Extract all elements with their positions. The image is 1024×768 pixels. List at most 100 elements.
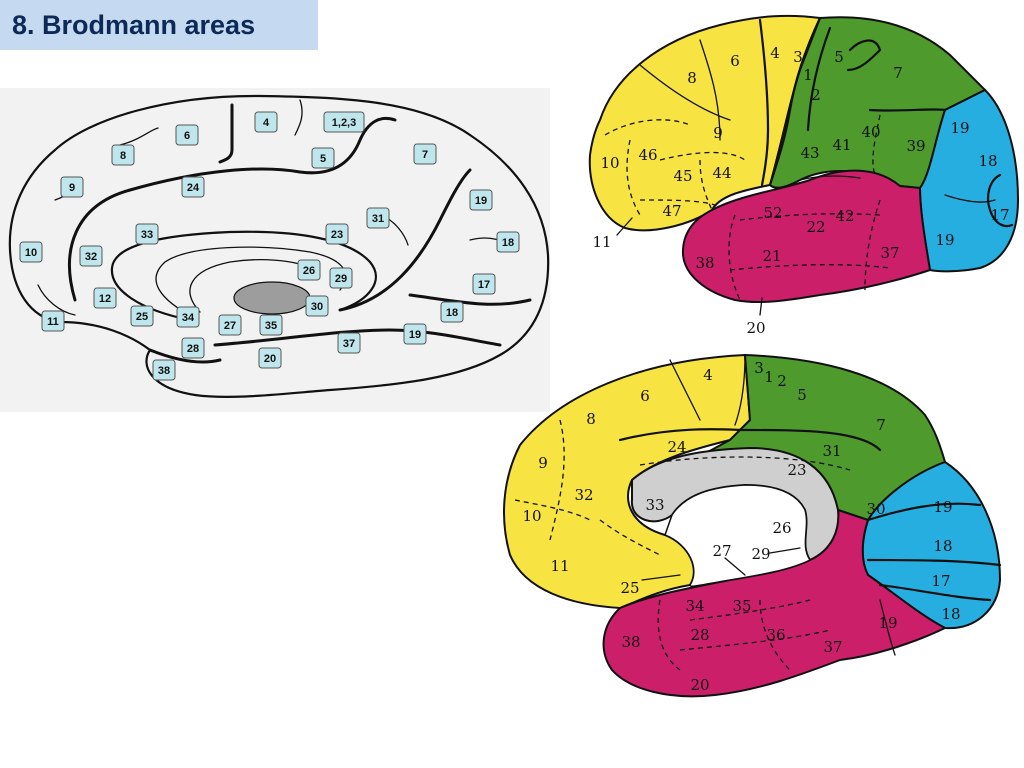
cingulate-sulcus [618, 428, 882, 452]
area-number-label: 3 [793, 48, 803, 66]
occipital-region [918, 88, 1020, 273]
collateral-line [879, 599, 896, 656]
area-number-label: 10 [25, 247, 37, 259]
label-box-background [176, 306, 200, 328]
parietal-area-border [872, 114, 881, 176]
area-label-box: 19 [403, 323, 427, 345]
area-label-box: 24 [181, 176, 205, 198]
area-number-label: 39 [906, 137, 925, 155]
area-number-label: 8 [120, 150, 126, 162]
area-number-label: 37 [823, 638, 842, 656]
label-box-background [111, 144, 135, 166]
label-box-background [93, 287, 117, 309]
temporal-area-border [759, 599, 791, 671]
area-number-label: 46 [638, 146, 657, 164]
area-number-label: 4 [263, 117, 270, 129]
area-number-label: 40 [861, 123, 880, 141]
area-number-label: 32 [574, 486, 593, 504]
frontal-gyrus-line [699, 39, 721, 141]
area-number-label: 19 [475, 195, 487, 207]
parieto-occipital-sulcus [866, 502, 982, 522]
area-number-label: 21 [762, 247, 781, 265]
area-label-box: 32 [79, 245, 103, 267]
area-number-label: 43 [800, 144, 819, 162]
area-label-box: 38 [152, 359, 176, 381]
area-number-label: 31 [822, 442, 841, 460]
area-number-label: 11 [47, 316, 59, 328]
area-number-label: 30 [866, 500, 885, 518]
medial-frontal-border [599, 519, 661, 556]
lateral-brain-diagram: 6 4 3 5 8 1 2 7 19 9 43 41 40 39 10 46 1… [588, 14, 1020, 337]
label-box-background [496, 231, 520, 253]
area-number-label: 25 [620, 579, 639, 597]
label-box-background [366, 207, 390, 229]
label-box-background [79, 245, 103, 267]
area-number-label: 1 [764, 368, 774, 386]
label-box-background [403, 323, 427, 345]
area-number-label: 27 [712, 542, 731, 560]
area-number-label: 34 [182, 312, 195, 324]
area-number-label: 26 [303, 265, 315, 277]
area-label-box: 33 [135, 223, 159, 245]
temporal-area-border [679, 629, 831, 651]
frontal-area-border [659, 151, 746, 161]
pointer-line [616, 217, 633, 236]
corpus-callosum-outline [110, 230, 377, 322]
area-label-box: 31 [366, 207, 390, 229]
area-number-label: 6 [184, 130, 190, 142]
area-number-label: 20 [264, 353, 276, 365]
area-number-label: 5 [834, 48, 844, 66]
area-number-label: 9 [713, 124, 723, 142]
area-number-label: 34 [685, 597, 704, 615]
boxed-label-group: 6 4 1,2,3 8 5 7 9 24 19 31 33 23 10 32 1… [19, 111, 520, 381]
label-box-background [152, 359, 176, 381]
area-number-label: 29 [751, 545, 770, 563]
area-number-label: 2 [777, 372, 787, 390]
area-number-label: 19 [409, 329, 421, 341]
area-number-label: 8 [586, 410, 596, 428]
area-number-label: 35 [732, 597, 751, 615]
area-number-label: 18 [502, 237, 514, 249]
frontal-gyrus-line [639, 64, 731, 121]
area-label-box: 26 [297, 259, 321, 281]
area-number-label: 11 [592, 233, 611, 251]
calcarine-sulcus [408, 293, 532, 306]
frontal-area-border [626, 139, 641, 216]
area-label-box: 29 [329, 267, 353, 289]
medial-colored-brain-diagram: 4 3 1 2 5 6 8 7 24 31 23 9 32 33 30 19 1… [503, 353, 1002, 698]
occipital-sulcus [878, 583, 992, 602]
occipital-sulcus [986, 173, 1014, 228]
label-box-background [472, 273, 496, 295]
area-number-label: 47 [662, 202, 681, 220]
cingulate-sulcus [68, 116, 397, 302]
area-number-label: 19 [935, 231, 954, 249]
label-box-background [325, 223, 349, 245]
area-number-label: 7 [422, 149, 428, 161]
area-number-label: 5 [320, 153, 326, 165]
area-number-label: 12 [99, 293, 111, 305]
area-number-label: 17 [931, 572, 950, 590]
area-label-box: 10 [19, 241, 43, 263]
temporal-area-border [864, 199, 881, 291]
area-number-label: 4 [770, 44, 780, 62]
area-number-label: 38 [621, 633, 640, 651]
frontal-area-border [699, 159, 713, 211]
area-label-box: 23 [325, 223, 349, 245]
pointer-line [724, 557, 746, 576]
paracentral-line [734, 354, 746, 426]
pointer-line [769, 547, 801, 554]
central-sulcus-end [294, 99, 303, 136]
area-number-label: 22 [806, 218, 825, 236]
area-number-label: 42 [835, 207, 854, 225]
area-label-box: 6 [175, 124, 199, 146]
area-number-label: 3 [754, 359, 764, 377]
area-label-box: 5 [311, 147, 335, 169]
area-label-box: 17 [472, 273, 496, 295]
area-number-label: 41 [832, 136, 851, 154]
area-label-box: 25 [130, 305, 154, 327]
label-box-background [469, 189, 493, 211]
area-number-label: 19 [933, 498, 952, 516]
area-number-label: 11 [550, 557, 569, 575]
label-box-background [323, 111, 365, 133]
area-number-label: 27 [224, 320, 236, 332]
